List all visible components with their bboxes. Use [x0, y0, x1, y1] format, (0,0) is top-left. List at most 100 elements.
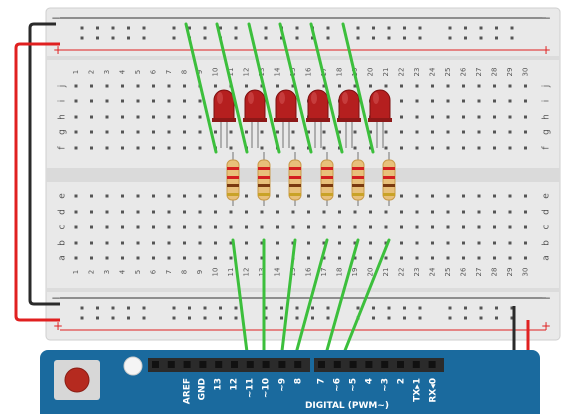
reset-button[interactable] [64, 367, 90, 393]
rail-hole [96, 316, 99, 320]
rail-hole [326, 36, 330, 40]
terminal-hole [276, 210, 279, 214]
terminal-hole [431, 241, 434, 245]
arduino-pin-label: ~5 [349, 378, 359, 392]
terminal-hole [74, 130, 78, 134]
terminal-hole [462, 99, 465, 103]
led-highlight [373, 92, 379, 104]
rail-hole [80, 316, 84, 320]
terminal-hole [229, 256, 233, 260]
terminal-hole [167, 130, 171, 134]
row-letter: j [58, 85, 68, 89]
breadboard-rail-divider-bottom [46, 288, 560, 292]
terminal-hole [353, 241, 357, 245]
terminal-hole [198, 256, 202, 260]
terminal-hole [136, 225, 140, 229]
signal-wire [320, 238, 360, 370]
terminal-hole [136, 241, 140, 245]
header-pin [262, 361, 270, 368]
terminal-hole [307, 130, 310, 134]
column-number: 16 [305, 67, 313, 76]
rail-hole [142, 306, 146, 310]
terminal-hole [322, 210, 326, 214]
terminal-hole [415, 115, 419, 119]
terminal-hole [524, 256, 527, 260]
terminal-hole [121, 115, 124, 119]
rail-hole [418, 306, 422, 310]
rail-hole [295, 26, 299, 30]
signal-wire [278, 238, 297, 370]
terminal-hole [400, 130, 403, 134]
terminal-hole [167, 99, 171, 103]
column-number: 30 [522, 68, 530, 77]
led-highlight [217, 92, 223, 104]
terminal-hole [74, 115, 78, 119]
terminal-hole [493, 225, 496, 229]
led[interactable] [338, 89, 360, 121]
rail-hole [234, 316, 238, 320]
terminal-hole [245, 256, 248, 260]
row-letter: a [542, 255, 552, 261]
column-number: 14 [274, 267, 282, 276]
terminal-hole [508, 115, 512, 119]
signal-wire [247, 22, 281, 154]
terminal-hole [384, 241, 388, 245]
terminal-hole [415, 225, 419, 229]
terminal-hole [152, 99, 155, 103]
terminal-hole [446, 130, 450, 134]
terminal-hole [136, 115, 140, 119]
resistor-band [227, 184, 239, 187]
rail-hole [326, 26, 330, 30]
rail-hole [387, 306, 391, 310]
terminal-hole [90, 99, 93, 103]
terminal-hole [431, 84, 434, 88]
rail-hole [264, 26, 268, 30]
resistor-band [289, 184, 301, 187]
led[interactable] [244, 89, 266, 121]
terminal-hole [183, 146, 186, 150]
header-pins [152, 361, 436, 368]
terminal-hole [446, 115, 450, 119]
terminal-hole [477, 241, 481, 245]
arduino-pin-label: ~6 [333, 378, 343, 392]
terminal-hole [291, 146, 295, 150]
terminal-hole [524, 130, 527, 134]
signal-wire [336, 238, 391, 370]
terminal-hole [322, 84, 326, 88]
terminal-hole [121, 210, 124, 214]
terminal-hole [508, 99, 512, 103]
terminal-hole [493, 130, 496, 134]
terminal-hole [431, 146, 434, 150]
terminal-hole [136, 256, 140, 260]
rail-hole [234, 36, 238, 40]
led[interactable] [307, 89, 329, 121]
led[interactable] [369, 89, 391, 121]
terminal-hole [353, 225, 357, 229]
terminal-hole [245, 130, 248, 134]
terminal-hole [74, 99, 78, 103]
column-number: 29 [506, 268, 514, 277]
terminal-hole [307, 256, 310, 260]
terminal-hole [245, 84, 248, 88]
rail-hole [188, 316, 191, 320]
column-number: 27 [475, 68, 483, 77]
resistor-band [258, 184, 270, 187]
rail-hole [172, 316, 176, 320]
rail-hole [142, 26, 146, 30]
led[interactable] [213, 89, 235, 121]
rail-hole [464, 316, 467, 320]
led[interactable] [275, 89, 297, 121]
terminal-hole [431, 225, 434, 229]
terminal-hole [338, 241, 341, 245]
terminal-hole [291, 241, 295, 245]
terminal-hole [369, 194, 372, 198]
resistor-band [289, 176, 301, 179]
terminal-hole [276, 84, 279, 88]
column-number: 29 [506, 68, 514, 77]
terminal-hole [446, 256, 450, 260]
terminal-hole [477, 225, 481, 229]
column-number: 27 [475, 268, 483, 277]
rail-hole [219, 306, 222, 310]
rail-plus-top-right: + [541, 43, 551, 57]
terminal-hole [508, 210, 512, 214]
